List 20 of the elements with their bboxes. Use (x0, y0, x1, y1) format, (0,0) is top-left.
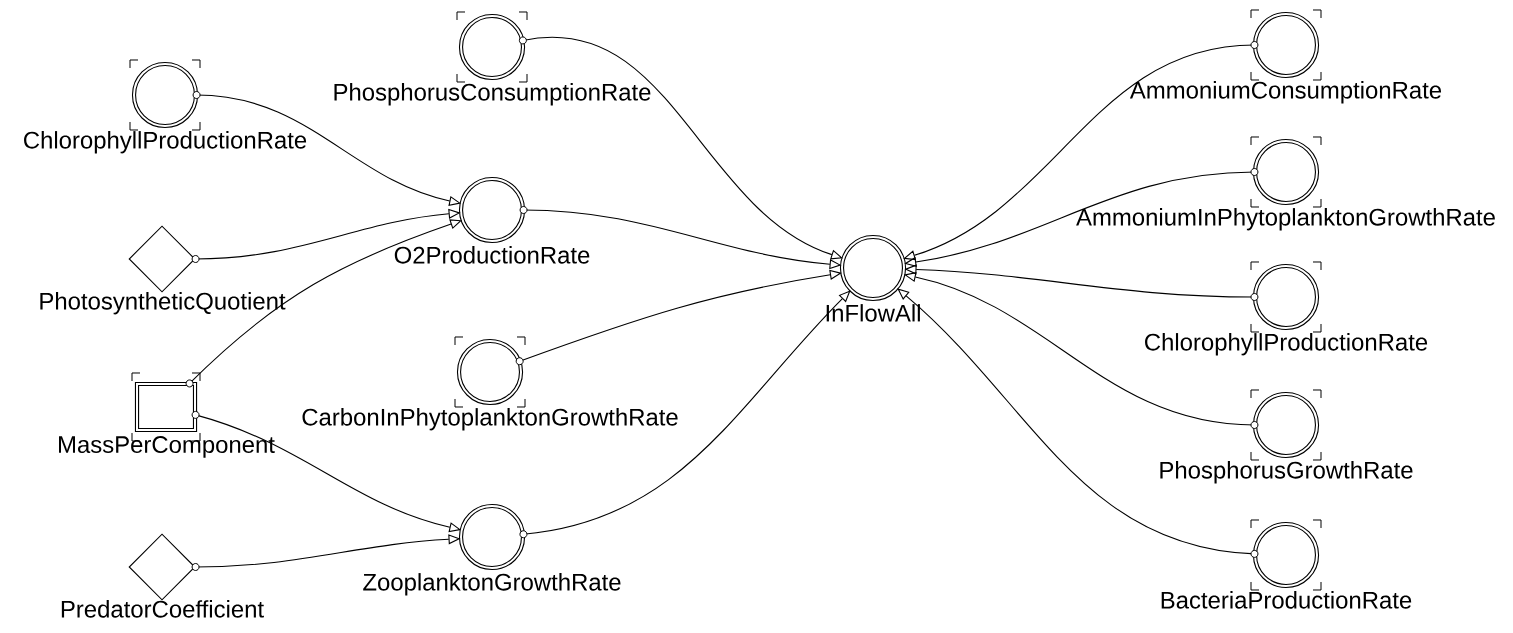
connector-port (1250, 293, 1259, 301)
connector-port (1250, 549, 1259, 558)
connector-port (1250, 168, 1259, 176)
connector-port (519, 530, 528, 539)
connector-port (192, 91, 201, 99)
node-label: ZooplanktonGrowthRate (363, 573, 621, 596)
node-label: O2ProductionRate (394, 246, 590, 264)
connector-port (191, 563, 200, 571)
connector-port (185, 379, 194, 388)
connector-port (518, 36, 527, 45)
compartment-box: MassPerComponent (59, 381, 275, 458)
node-label: PredatorCoefficient (61, 600, 264, 618)
connector-port (1250, 41, 1259, 49)
connector-port (191, 255, 200, 263)
node-label: PhotosyntheticQuotient (40, 292, 286, 315)
connector-port (519, 206, 528, 214)
connector-port (1250, 421, 1259, 429)
connector-port (191, 410, 200, 419)
connector-port (515, 357, 524, 366)
node-label: InFlowAll (826, 304, 920, 322)
